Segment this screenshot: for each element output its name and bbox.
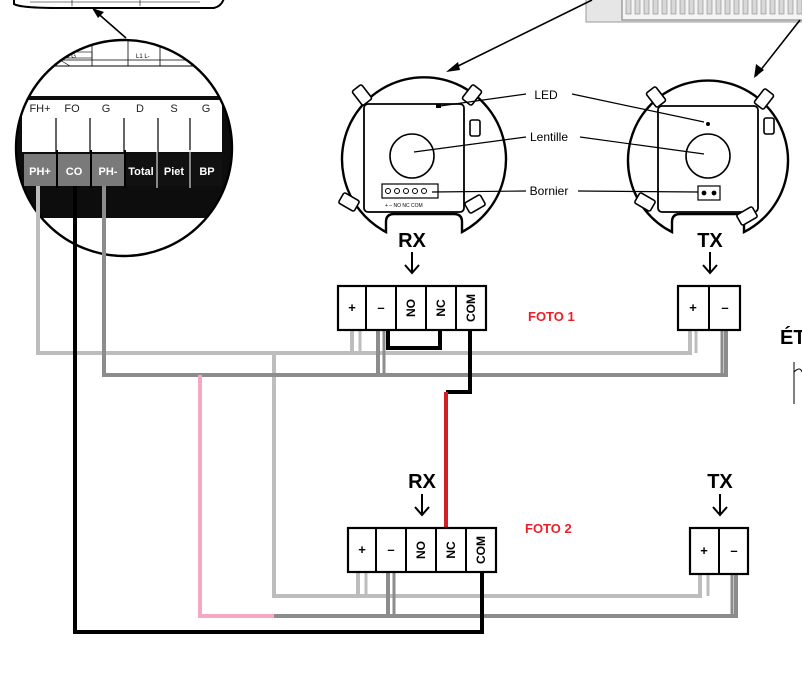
- wires: [36, 186, 738, 634]
- heatsink-fin: [706, 0, 713, 15]
- controller-terminal-bp: BP: [199, 166, 214, 178]
- heatsink-fin: [715, 0, 722, 15]
- controller-label-g2: G: [202, 103, 211, 115]
- heatsink-fin: [787, 0, 794, 15]
- foto2-rx-terminal-nc: NC: [444, 541, 458, 559]
- foto2-rx-terminal-minus: –: [387, 542, 394, 557]
- heatsink-fin: [634, 0, 641, 15]
- rx-detector-housing: + – NO NC COM: [338, 76, 508, 234]
- controller-label-s: S: [170, 103, 177, 115]
- foto1-rx-terminal-block: + – NO NC COM: [336, 284, 488, 332]
- controller-terminals: PH+ CO PH- Total Piet BP: [24, 150, 222, 188]
- foto2-rx-terminal-com: COM: [474, 536, 488, 564]
- controller-label-fh-plus: FH+: [29, 103, 50, 115]
- foto2-rx-terminal-plus: +: [358, 542, 366, 557]
- heatsink-fin: [796, 0, 802, 15]
- heatsink-fin: [652, 0, 659, 15]
- controller-label-d: D: [136, 103, 144, 115]
- foto2-rx-terminal-no: NO: [414, 541, 428, 559]
- edge-text: ÉT: [780, 326, 802, 349]
- callout-led: LED: [534, 88, 558, 102]
- foto2-rx-terminal-block: + – NO NC COM: [346, 526, 498, 574]
- heatsink-fin: [643, 0, 650, 15]
- heatsink-fin: [661, 0, 668, 15]
- svg-text:L1 L-: L1 L-: [136, 54, 150, 60]
- controller-terminal-ph-minus: PH-: [99, 166, 118, 178]
- heatsink-fin: [625, 0, 632, 15]
- tx-detector-housing: [626, 79, 790, 234]
- foto1-down-arrows: [404, 252, 718, 275]
- foto1-rx-terminal-no: NO: [404, 299, 418, 317]
- heatsink-fin: [679, 0, 686, 15]
- controller-label-g1: G: [102, 103, 111, 115]
- foto1-label: FOTO 1: [528, 309, 575, 324]
- controller-magnifier: P S G L1 L- FH+ FO G D S G: [14, 38, 234, 258]
- heatsink-fin: [688, 0, 695, 15]
- pointer-arrows: [92, 0, 801, 78]
- foto2-down-arrows: [414, 494, 728, 517]
- callout-bornier: Bornier: [530, 184, 569, 198]
- heatsink-fin: [760, 0, 767, 15]
- heatsink-fin: [733, 0, 740, 15]
- rx-terminal-block-text: + – NO NC COM: [385, 203, 423, 209]
- heatsink-fin: [724, 0, 731, 15]
- foto2-label: FOTO 2: [525, 521, 572, 536]
- top-right-device-fragment: [585, 0, 802, 23]
- controller-label-fo: FO: [64, 103, 80, 115]
- foto1-rx-terminal-nc: NC: [434, 299, 448, 317]
- heatsink-fin: [778, 0, 785, 15]
- foto2-tx-terminal-minus: –: [730, 543, 737, 558]
- foto2-tx-terminal-plus: +: [700, 543, 708, 558]
- foto1-rx-label: RX: [398, 230, 426, 252]
- controller-terminal-piet: Piet: [164, 166, 185, 178]
- foto1-tx-terminal-plus: +: [689, 300, 697, 315]
- controller-terminal-ph-plus: PH+: [29, 166, 51, 178]
- heatsink-fin: [769, 0, 776, 15]
- foto1-tx-terminal-minus: –: [721, 300, 728, 315]
- foto1-tx-label: TX: [697, 230, 723, 252]
- heatsink-fin: [742, 0, 749, 15]
- foto1-rx-terminal-com: COM: [464, 294, 478, 322]
- top-left-document-fragment: [13, 0, 225, 9]
- foto1-rx-terminal-plus: +: [348, 300, 356, 315]
- svg-text:P S G: P S G: [60, 54, 76, 60]
- foto1-rx-terminal-minus: –: [377, 300, 384, 315]
- callout-lentille: Lentille: [530, 130, 568, 144]
- detector-callouts: [413, 93, 705, 193]
- heatsink-fin: [751, 0, 758, 15]
- edge-fragment: [793, 362, 802, 404]
- foto2-rx-label: RX: [408, 471, 436, 493]
- foto2-tx-terminal-block: + –: [688, 526, 750, 576]
- foto1-tx-terminal-block: + –: [676, 284, 742, 332]
- controller-terminal-total: Total: [128, 166, 153, 178]
- heatsink-fin: [697, 0, 704, 15]
- controller-terminal-co: CO: [66, 166, 83, 178]
- foto2-tx-label: TX: [707, 471, 733, 493]
- heatsink-fin: [670, 0, 677, 15]
